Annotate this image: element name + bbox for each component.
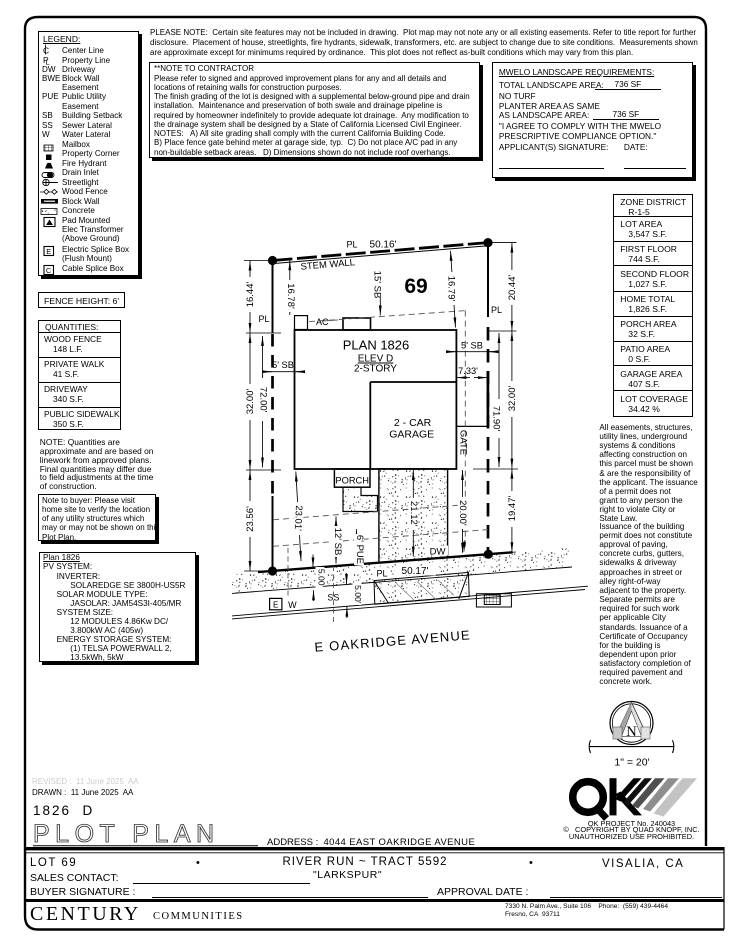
svg-text:1" = 20': 1" = 20' xyxy=(614,757,649,769)
svg-text:15' SB: 15' SB xyxy=(372,271,383,299)
svg-text:16.78': 16.78' xyxy=(285,283,296,309)
svg-text:6' PUE: 6' PUE xyxy=(354,535,365,564)
svg-text:72.00': 72.00' xyxy=(258,387,269,413)
svg-text:5.00': 5.00' xyxy=(353,585,363,604)
svg-text:ELEV D: ELEV D xyxy=(358,354,394,365)
svg-text:5' SB: 5' SB xyxy=(272,360,294,370)
svg-text:32.00': 32.00' xyxy=(245,389,256,415)
svg-text:E: E xyxy=(273,600,278,609)
svg-text:50.16': 50.16' xyxy=(370,240,397,251)
svg-text:21.12': 21.12' xyxy=(408,501,419,527)
svg-text:PORCH: PORCH xyxy=(335,475,369,485)
svg-text:12' SB: 12' SB xyxy=(332,528,343,556)
svg-text:PL: PL xyxy=(346,239,357,249)
svg-text:23.56': 23.56' xyxy=(245,506,256,532)
svg-text:20.00': 20.00' xyxy=(457,500,468,526)
svg-text:P: P xyxy=(43,55,49,65)
svg-text:32.00': 32.00' xyxy=(507,386,518,412)
svg-text:C: C xyxy=(43,46,49,56)
svg-text:PLAN 1826: PLAN 1826 xyxy=(343,337,410,352)
svg-text:19.47': 19.47' xyxy=(507,496,518,522)
svg-text:2-STORY: 2-STORY xyxy=(354,363,397,374)
svg-text:AC: AC xyxy=(316,317,329,327)
svg-text:69: 69 xyxy=(404,275,427,298)
svg-text:DW: DW xyxy=(430,546,446,557)
svg-text:STEM WALL: STEM WALL xyxy=(300,257,355,273)
svg-text:GARAGE: GARAGE xyxy=(389,429,434,441)
svg-text:20.44': 20.44' xyxy=(507,275,518,301)
svg-text:5.00': 5.00' xyxy=(316,569,326,588)
svg-text:PL: PL xyxy=(491,305,502,315)
svg-text:E OAKRIDGE AVENUE: E OAKRIDGE AVENUE xyxy=(314,627,471,655)
svg-text:SS: SS xyxy=(327,593,339,603)
svg-text:2 - CAR: 2 - CAR xyxy=(394,417,432,429)
svg-text:W: W xyxy=(288,600,297,610)
svg-text:16.44': 16.44' xyxy=(245,282,256,308)
svg-text:PL: PL xyxy=(376,569,387,579)
svg-text:E: E xyxy=(46,247,51,256)
svg-text:PL: PL xyxy=(258,314,269,324)
svg-text:C: C xyxy=(46,266,52,275)
svg-text:5' SB: 5' SB xyxy=(461,341,483,351)
svg-text:N: N xyxy=(626,724,637,740)
svg-text:7.33': 7.33' xyxy=(458,366,478,376)
svg-text:50.17': 50.17' xyxy=(402,566,429,577)
svg-text:23.01': 23.01' xyxy=(292,505,304,531)
svg-text:GATE: GATE xyxy=(457,430,468,455)
svg-text:L: L xyxy=(46,58,50,67)
svg-text:16.79': 16.79' xyxy=(445,276,456,302)
svg-text:71.90': 71.90' xyxy=(491,406,502,432)
